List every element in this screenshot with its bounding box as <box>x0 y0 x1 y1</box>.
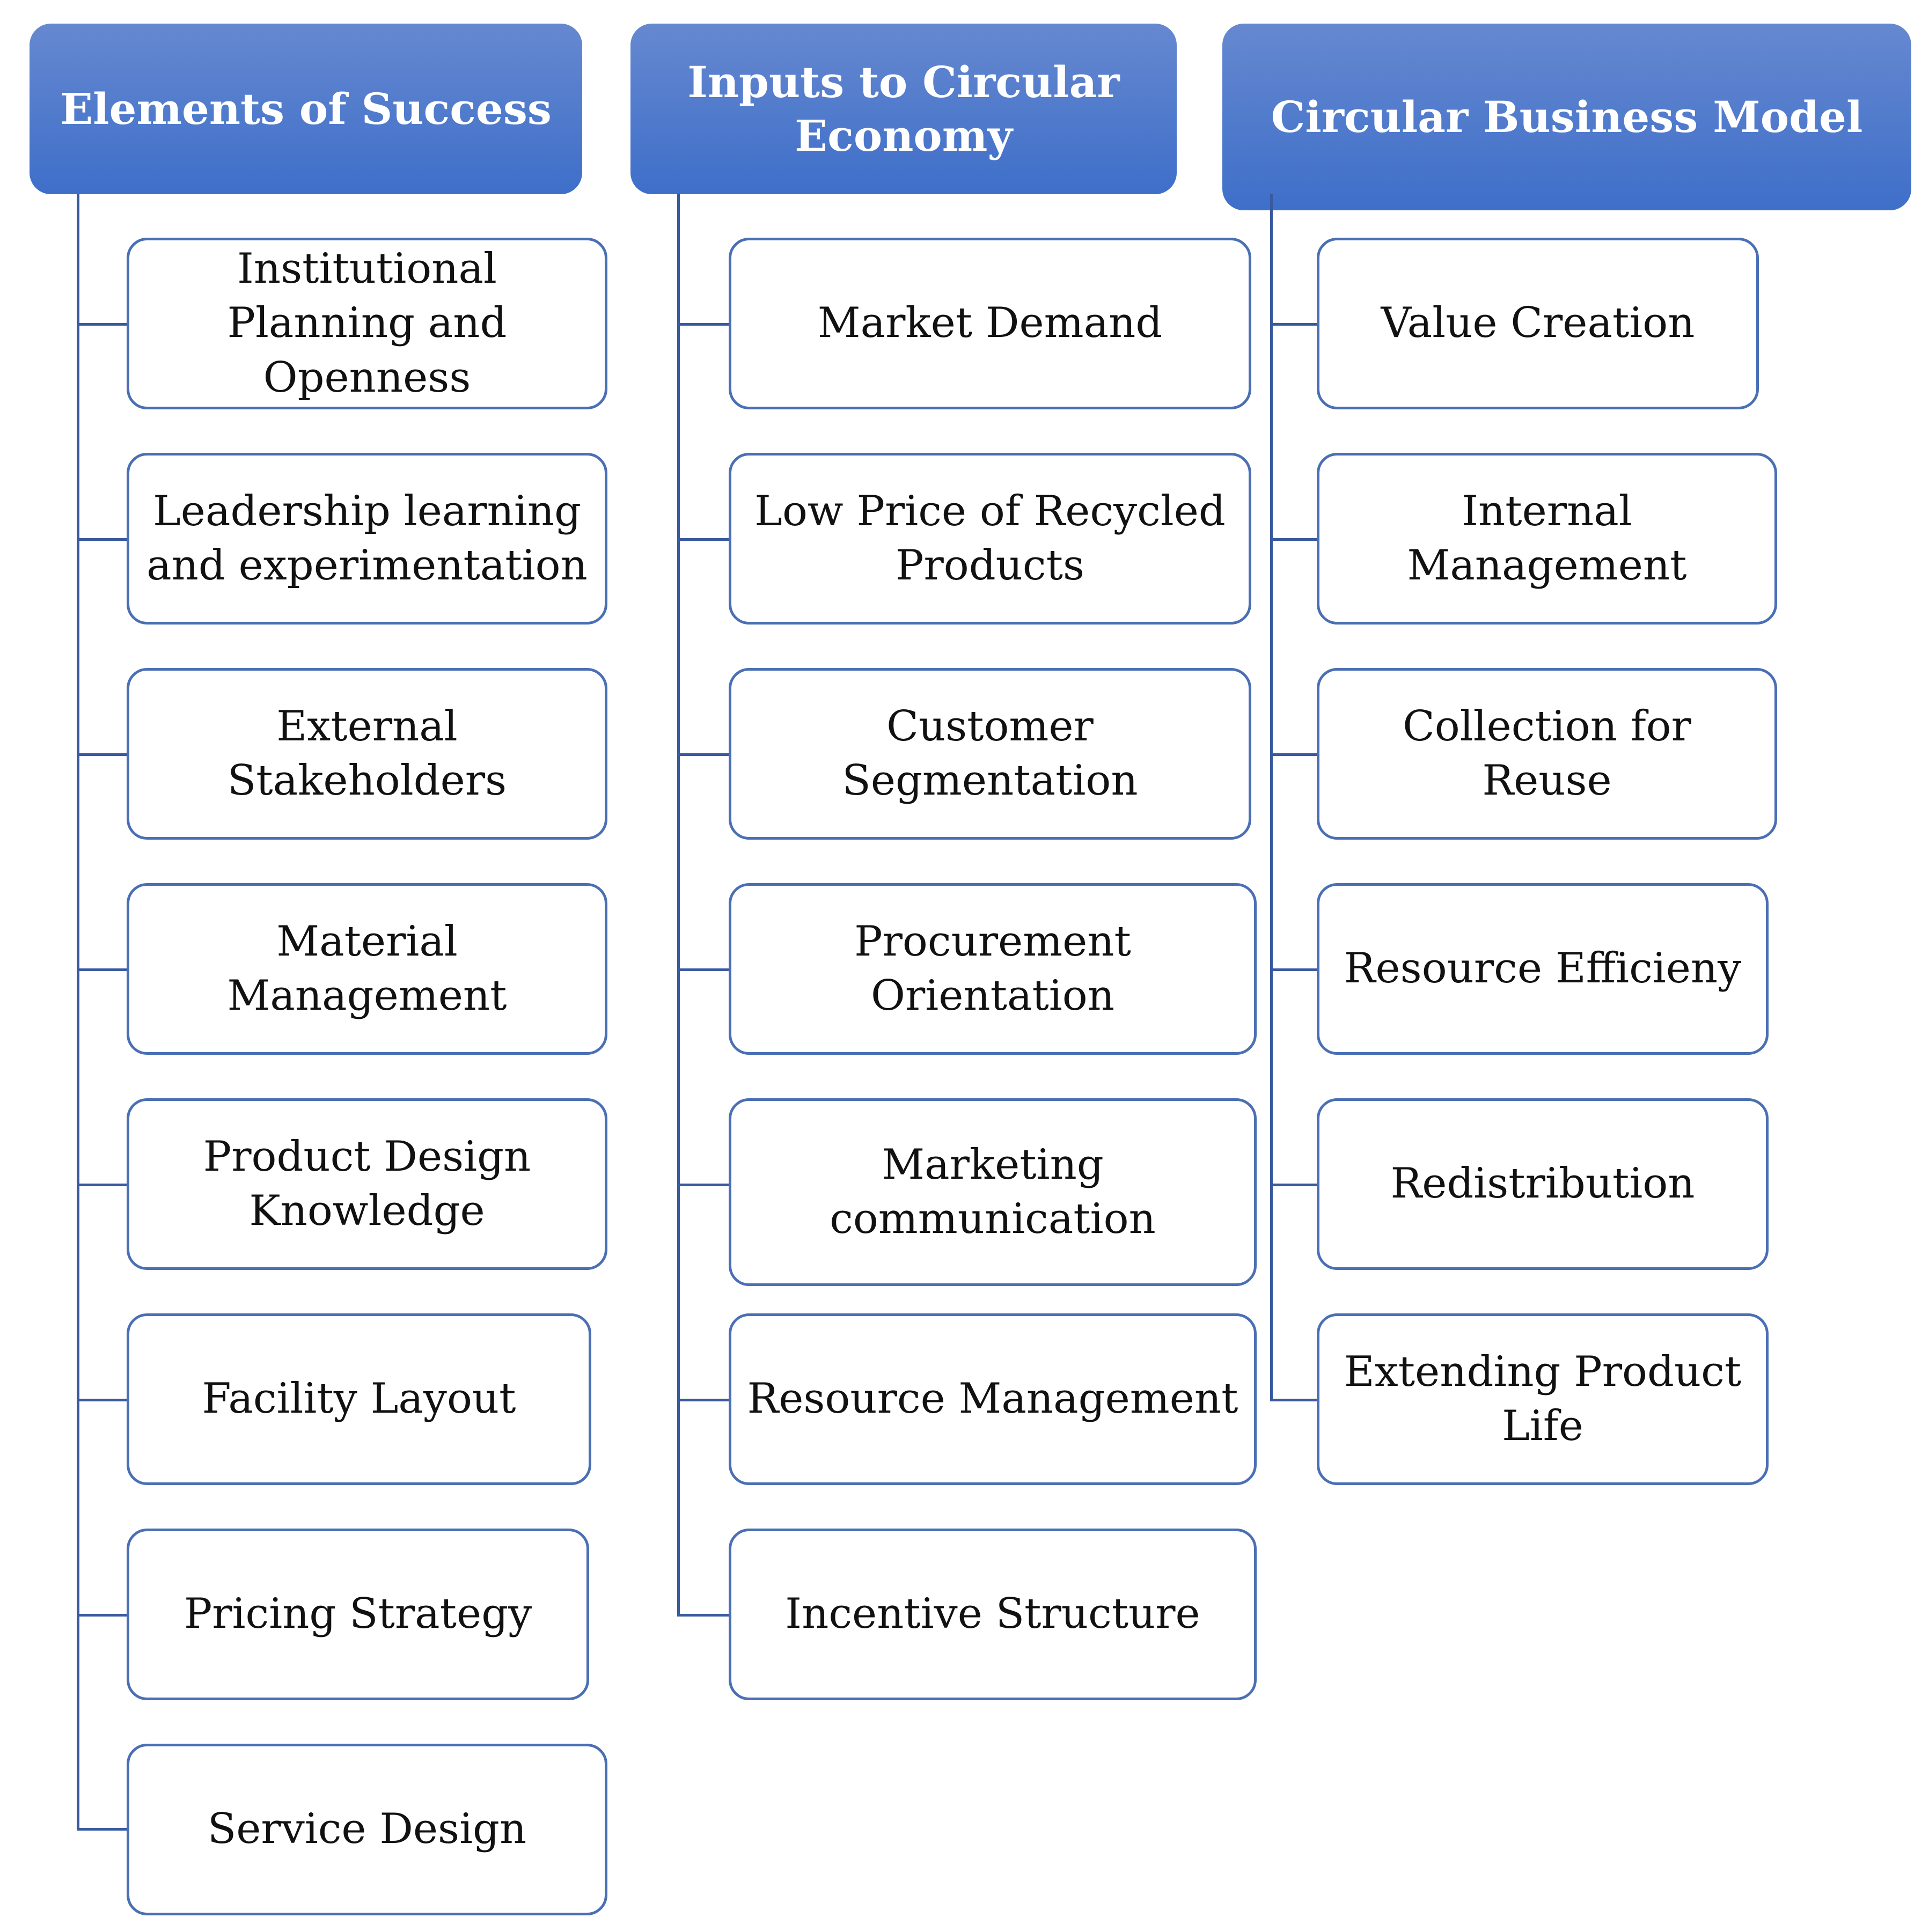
box-customer-segmentation: Customer Segmentation <box>729 668 1251 840</box>
connector-branch <box>677 1399 729 1401</box>
box-marketing-communication: Marketing communication <box>729 1098 1257 1286</box>
connector-branch <box>677 968 729 971</box>
box-procurement-orientation: Procurement Orientation <box>729 883 1257 1055</box>
box-pricing-strategy: Pricing Strategy <box>127 1529 589 1700</box>
box-service-design: Service Design <box>127 1744 607 1915</box>
connector-branch <box>677 753 729 756</box>
connector-branch <box>77 323 127 326</box>
connector-branch <box>77 753 127 756</box>
header-inputs-to-circular-economy: Inputs to Circular Economy <box>630 24 1177 194</box>
connector-trunk <box>77 194 79 1829</box>
connector-branch <box>77 1399 127 1401</box>
box-resource-efficiency: Resource Efficieny <box>1317 883 1769 1055</box>
box-low-price-recycled: Low Price of Recycled Products <box>729 453 1251 625</box>
connector-trunk <box>1270 194 1273 1400</box>
connector-branch <box>77 538 127 541</box>
box-leadership-learning: Leadership learning and experimentation <box>127 453 607 625</box>
box-material-management: Material Management <box>127 883 607 1055</box>
connector-branch <box>677 1614 729 1617</box>
connector-branch <box>1270 323 1317 326</box>
connector-branch <box>1270 753 1317 756</box>
box-redistribution: Redistribution <box>1317 1098 1769 1270</box>
box-incentive-structure: Incentive Structure <box>729 1529 1257 1700</box>
connector-branch <box>1270 1184 1317 1186</box>
box-extending-product-life: Extending Product Life <box>1317 1313 1769 1485</box>
box-collection-for-reuse: Collection for Reuse <box>1317 668 1777 840</box>
connector-branch <box>1270 1399 1317 1401</box>
connector-branch <box>677 538 729 541</box>
connector-branch <box>77 1614 127 1617</box>
header-circular-business-model: Circular Business Model <box>1222 24 1911 210</box>
connector-branch <box>77 1184 127 1186</box>
connector-branch <box>1270 538 1317 541</box>
connector-branch <box>1270 968 1317 971</box>
box-product-design-knowledge: Product Design Knowledge <box>127 1098 607 1270</box>
connector-branch <box>77 968 127 971</box>
connector-branch <box>677 1184 729 1186</box>
box-value-creation: Value Creation <box>1317 238 1759 409</box>
header-elements-of-success: Elements of Success <box>30 24 582 194</box>
box-internal-management: Internal Management <box>1317 453 1777 625</box>
box-institutional-planning: Institutional Planning and Openness <box>127 238 607 409</box>
box-resource-management: Resource Management <box>729 1313 1257 1485</box>
box-facility-layout: Facility Layout <box>127 1313 591 1485</box>
box-external-stakeholders: External Stakeholders <box>127 668 607 840</box>
connector-branch <box>677 323 729 326</box>
box-market-demand: Market Demand <box>729 238 1251 409</box>
connector-branch <box>77 1828 127 1831</box>
connector-trunk <box>677 194 680 1615</box>
